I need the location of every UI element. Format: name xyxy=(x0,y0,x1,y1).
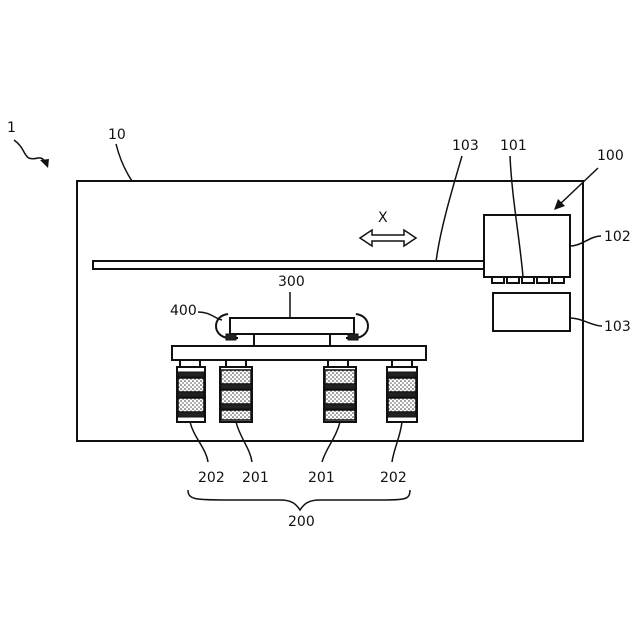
sensor-pad xyxy=(522,277,534,283)
mount-nub xyxy=(226,360,246,367)
holder-pad-right xyxy=(348,334,358,340)
module-box xyxy=(493,293,570,331)
rail-label: 103 xyxy=(452,138,479,154)
stage-plate xyxy=(172,346,426,360)
direction-label: X xyxy=(378,210,388,226)
sensor-pad xyxy=(507,277,519,283)
controller-label: 102 xyxy=(604,229,631,245)
left-outer-label: 202 xyxy=(198,470,225,486)
actuator-stack-outer-right xyxy=(387,367,417,422)
sensor-label: 101 xyxy=(500,138,527,154)
module-label: 103 xyxy=(604,319,631,335)
right-inner-label: 201 xyxy=(308,470,335,486)
device-arrowhead xyxy=(40,159,49,168)
device-label: 1 xyxy=(7,120,16,136)
sample-label: 300 xyxy=(278,274,305,290)
sample-block xyxy=(230,318,354,334)
mount-nub xyxy=(180,360,200,367)
actuator-stack-outer-left xyxy=(177,367,205,422)
actuator-stack-inner-left xyxy=(220,367,252,422)
group-brace xyxy=(188,490,410,510)
holder-pad-left xyxy=(226,334,236,340)
mount-nub xyxy=(392,360,412,367)
housing-leader xyxy=(116,144,132,181)
right-outer-label: 202 xyxy=(380,470,407,486)
sensor-pad xyxy=(537,277,549,283)
controller-box xyxy=(484,215,570,277)
sensor-pad xyxy=(552,277,564,283)
unit-label: 100 xyxy=(597,148,624,164)
mount-nub xyxy=(328,360,348,367)
housing-label: 10 xyxy=(108,127,126,143)
left-inner-label: 201 xyxy=(242,470,269,486)
group-label: 200 xyxy=(288,514,315,530)
actuator-stack-inner-right xyxy=(324,367,356,422)
rail-bar xyxy=(93,261,487,269)
holder-label: 400 xyxy=(170,303,197,319)
sensor-pad xyxy=(492,277,504,283)
